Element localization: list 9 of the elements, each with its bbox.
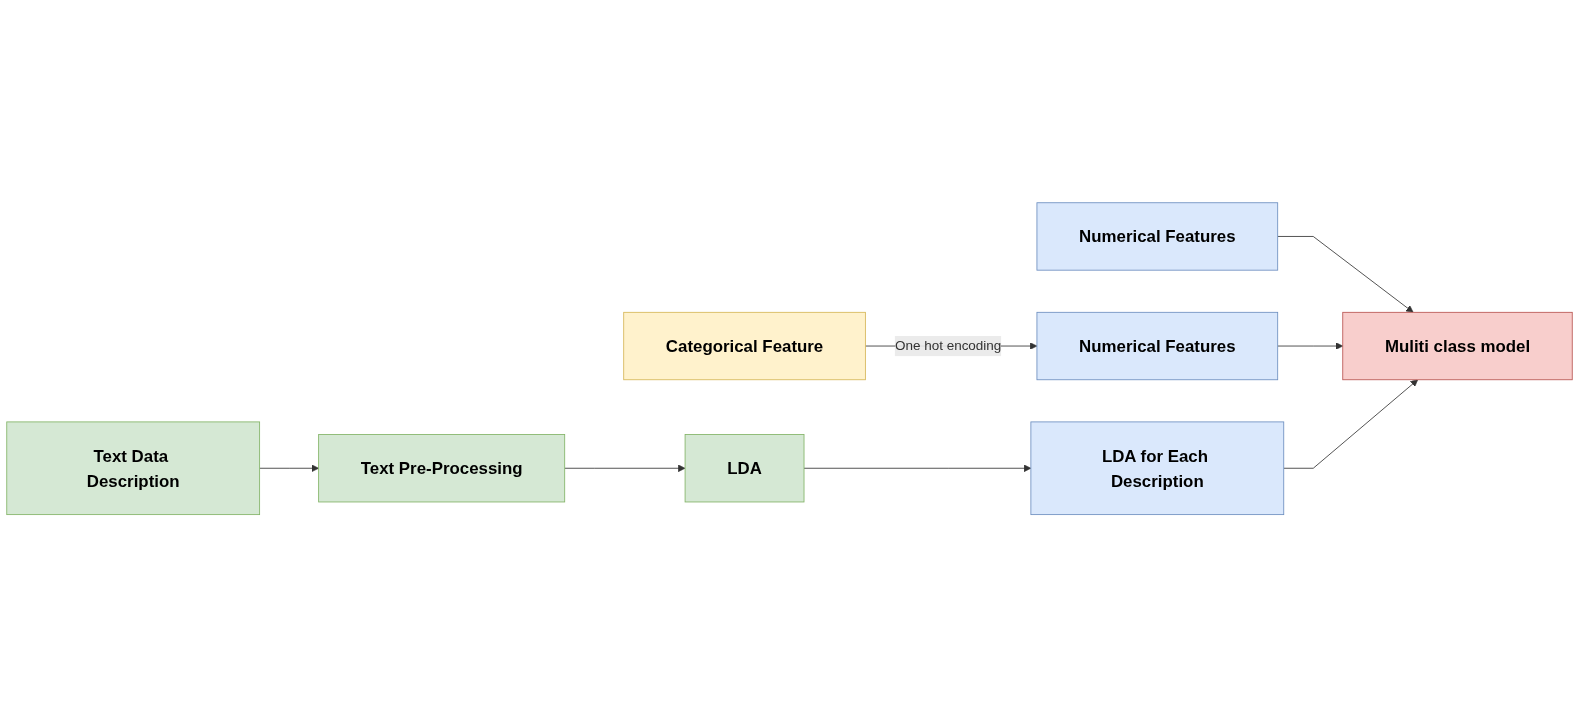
node-box: Numerical Features: [1036, 202, 1279, 271]
node-box: Text Pre-Processing: [318, 434, 566, 503]
edge-label: One hot encoding: [894, 338, 1002, 354]
node-box: LDA for Each Description: [1030, 421, 1285, 516]
node-box: Categorical Feature: [623, 312, 866, 381]
node-box: LDA: [684, 434, 805, 503]
node-box: Muliti class model: [1342, 312, 1573, 381]
node-box: Text Data Description: [6, 421, 261, 516]
node-box: Numerical Features: [1036, 312, 1279, 381]
